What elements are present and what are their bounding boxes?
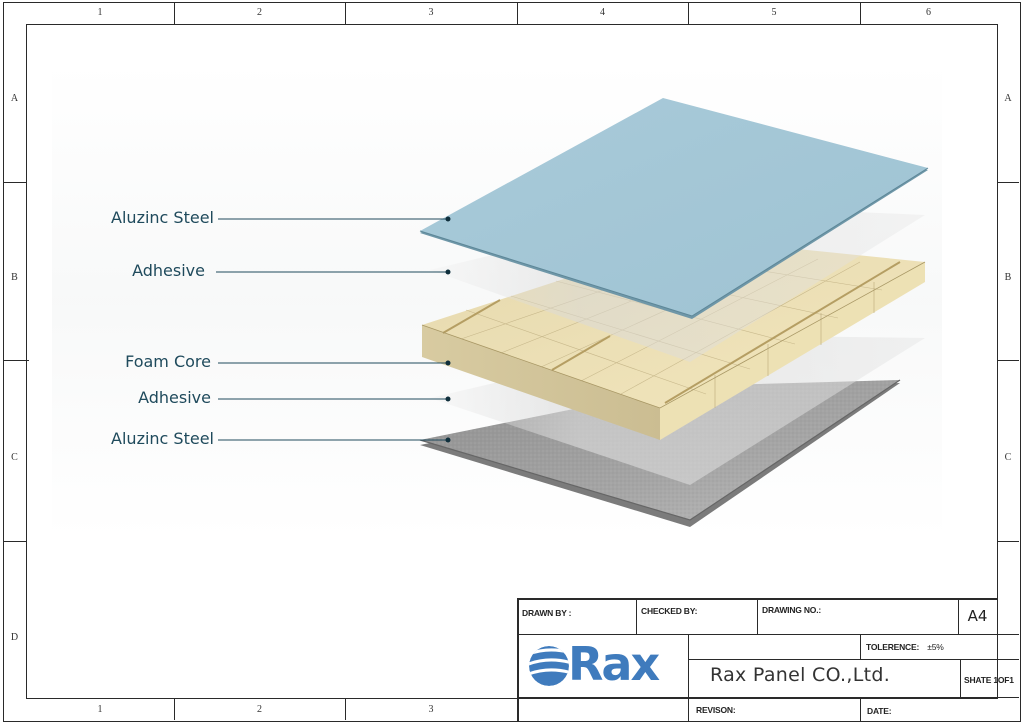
- right-zone-divider: [997, 182, 1019, 183]
- tolerance-label-text: TOLERENCE:: [866, 642, 920, 652]
- tolerance-label: TOLERENCE: ±5%: [866, 642, 944, 652]
- top-zone-label: 1: [97, 7, 103, 18]
- inner-border: [26, 24, 998, 699]
- date-label: DATE:: [867, 706, 892, 716]
- leader-lines: [216, 216, 451, 443]
- title-block-col-divider: [960, 659, 961, 697]
- callout-top-aluzinc-steel: Aluzinc Steel: [111, 208, 214, 227]
- sheet-number: SHATE 1OF1: [964, 675, 1014, 685]
- checked-by-label: CHECKED BY:: [641, 606, 698, 616]
- callout-lower-adhesive: Adhesive: [138, 388, 211, 407]
- bottom-zone-divider: [345, 698, 346, 720]
- title-block-col-divider: [757, 598, 758, 634]
- left-zone-label: D: [10, 632, 19, 643]
- leader-dot: [445, 396, 451, 402]
- rax-logo: Rax: [528, 637, 678, 691]
- globe-logo-icon: [529, 646, 569, 686]
- bottom-zone-label: 2: [257, 704, 262, 715]
- title-block-row-divider: [517, 697, 1019, 698]
- bottom-zone-label: 3: [428, 704, 434, 715]
- company-name: Rax Panel CO.,Ltd.: [710, 664, 891, 686]
- top-zone-label: 6: [926, 7, 931, 18]
- outer-border: [3, 2, 1021, 722]
- left-zone-divider: [3, 360, 29, 361]
- top-zone-divider: [517, 2, 518, 24]
- top-zone-divider: [345, 2, 346, 24]
- left-zone-label: A: [10, 93, 19, 104]
- right-zone-label: C: [1004, 452, 1012, 463]
- left-zone-label: C: [11, 452, 18, 463]
- paper-size: A4: [967, 607, 988, 625]
- callout-foam-core: Foam Core: [125, 352, 211, 371]
- callout-upper-adhesive: Adhesive: [132, 261, 205, 280]
- top-zone-label: 4: [600, 7, 605, 18]
- tolerance-value: ±5%: [927, 642, 944, 652]
- right-zone-divider: [997, 360, 1019, 361]
- title-block-col-divider: [860, 634, 861, 659]
- drawing-number-label: DRAWING NO.:: [762, 605, 821, 615]
- right-zone-label: B: [1004, 272, 1012, 283]
- title-block-col-divider: [636, 598, 637, 634]
- left-zone-label: B: [11, 272, 18, 283]
- leader-dot: [445, 216, 451, 222]
- top-zone-divider: [688, 2, 689, 24]
- leader-dot: [445, 437, 451, 443]
- callout-bottom-aluzinc-steel: Aluzinc Steel: [111, 429, 214, 448]
- bottom-zone-label: 1: [97, 704, 103, 715]
- title-block-col-divider: [860, 697, 861, 722]
- leader-dot: [445, 269, 451, 275]
- title-block-col-divider: [958, 598, 959, 634]
- logo-wordmark: Rax: [568, 637, 660, 691]
- top-zone-divider: [860, 2, 861, 24]
- top-zone-divider: [174, 2, 175, 24]
- layer-top-steel: [419, 98, 929, 319]
- left-zone-divider: [3, 182, 26, 183]
- title-block-row-divider: [517, 634, 1019, 635]
- bottom-zone-divider: [174, 698, 175, 720]
- leader-dot: [445, 360, 451, 366]
- revision-label: REVISON:: [696, 705, 736, 715]
- right-zone-label: A: [1004, 93, 1012, 104]
- title-block-col-divider: [688, 634, 689, 722]
- top-zone-label: 3: [428, 7, 434, 18]
- top-zone-label: 5: [771, 7, 777, 18]
- right-zone-divider: [997, 541, 1019, 542]
- title-block-row-divider: [688, 659, 1019, 660]
- top-zone-label: 2: [257, 7, 262, 18]
- drawn-by-label: DRAWN BY :: [522, 608, 572, 618]
- left-zone-divider: [3, 541, 26, 542]
- title-block-left-edge: [517, 598, 519, 722]
